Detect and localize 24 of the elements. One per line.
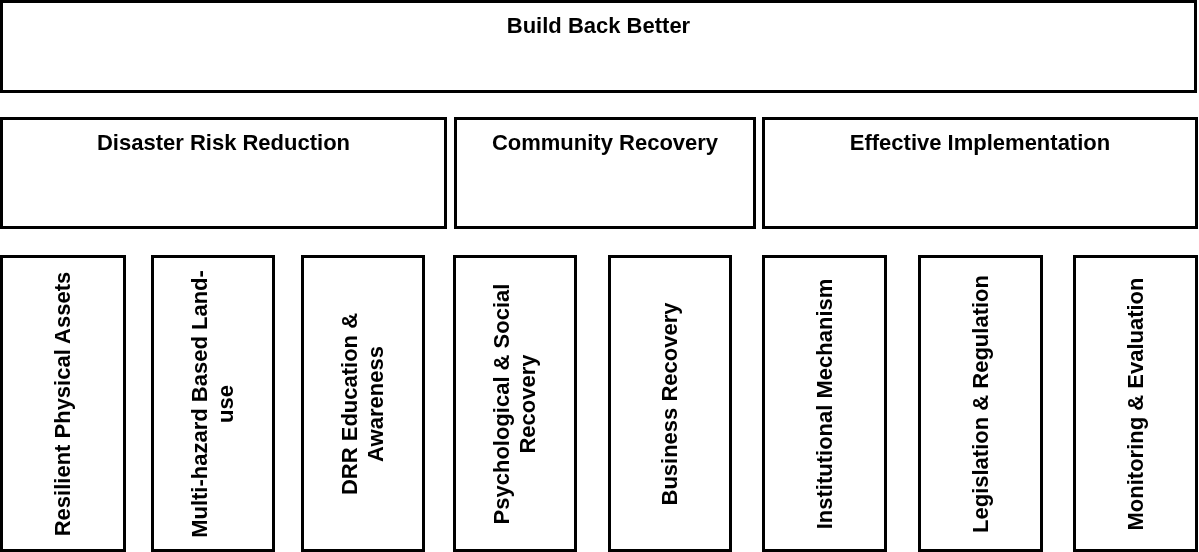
- vertical-label: DRR Education & Awareness: [337, 311, 389, 497]
- vertical-label: Business Recovery: [657, 301, 683, 507]
- vertical-label: Psychological & Social Recovery: [489, 282, 541, 526]
- vertical-label: Institutional Mechanism: [811, 277, 838, 531]
- category-box: [762, 117, 1198, 229]
- category-box: [301, 255, 425, 552]
- category-box: [1073, 255, 1198, 552]
- vertical-label: Multi-hazard Based Land-use: [187, 268, 239, 540]
- vertical-label: Legislation & Regulation: [967, 273, 994, 535]
- category-box: [453, 255, 577, 552]
- category-title: Build Back Better: [505, 13, 692, 39]
- category-title: Community Recovery: [490, 130, 720, 156]
- category-box: [0, 255, 126, 552]
- category-title: Disaster Risk Reduction: [95, 130, 352, 156]
- vertical-label: Resilient Physical Assets: [50, 270, 76, 538]
- category-box: [0, 0, 1197, 93]
- category-title: Effective Implementation: [848, 130, 1112, 156]
- category-box: [151, 255, 275, 552]
- category-box: [762, 255, 887, 552]
- category-box: [0, 117, 447, 229]
- vertical-label: Monitoring & Evaluation: [1122, 276, 1149, 532]
- category-box: [454, 117, 756, 229]
- category-box: [608, 255, 732, 552]
- category-box: [918, 255, 1043, 552]
